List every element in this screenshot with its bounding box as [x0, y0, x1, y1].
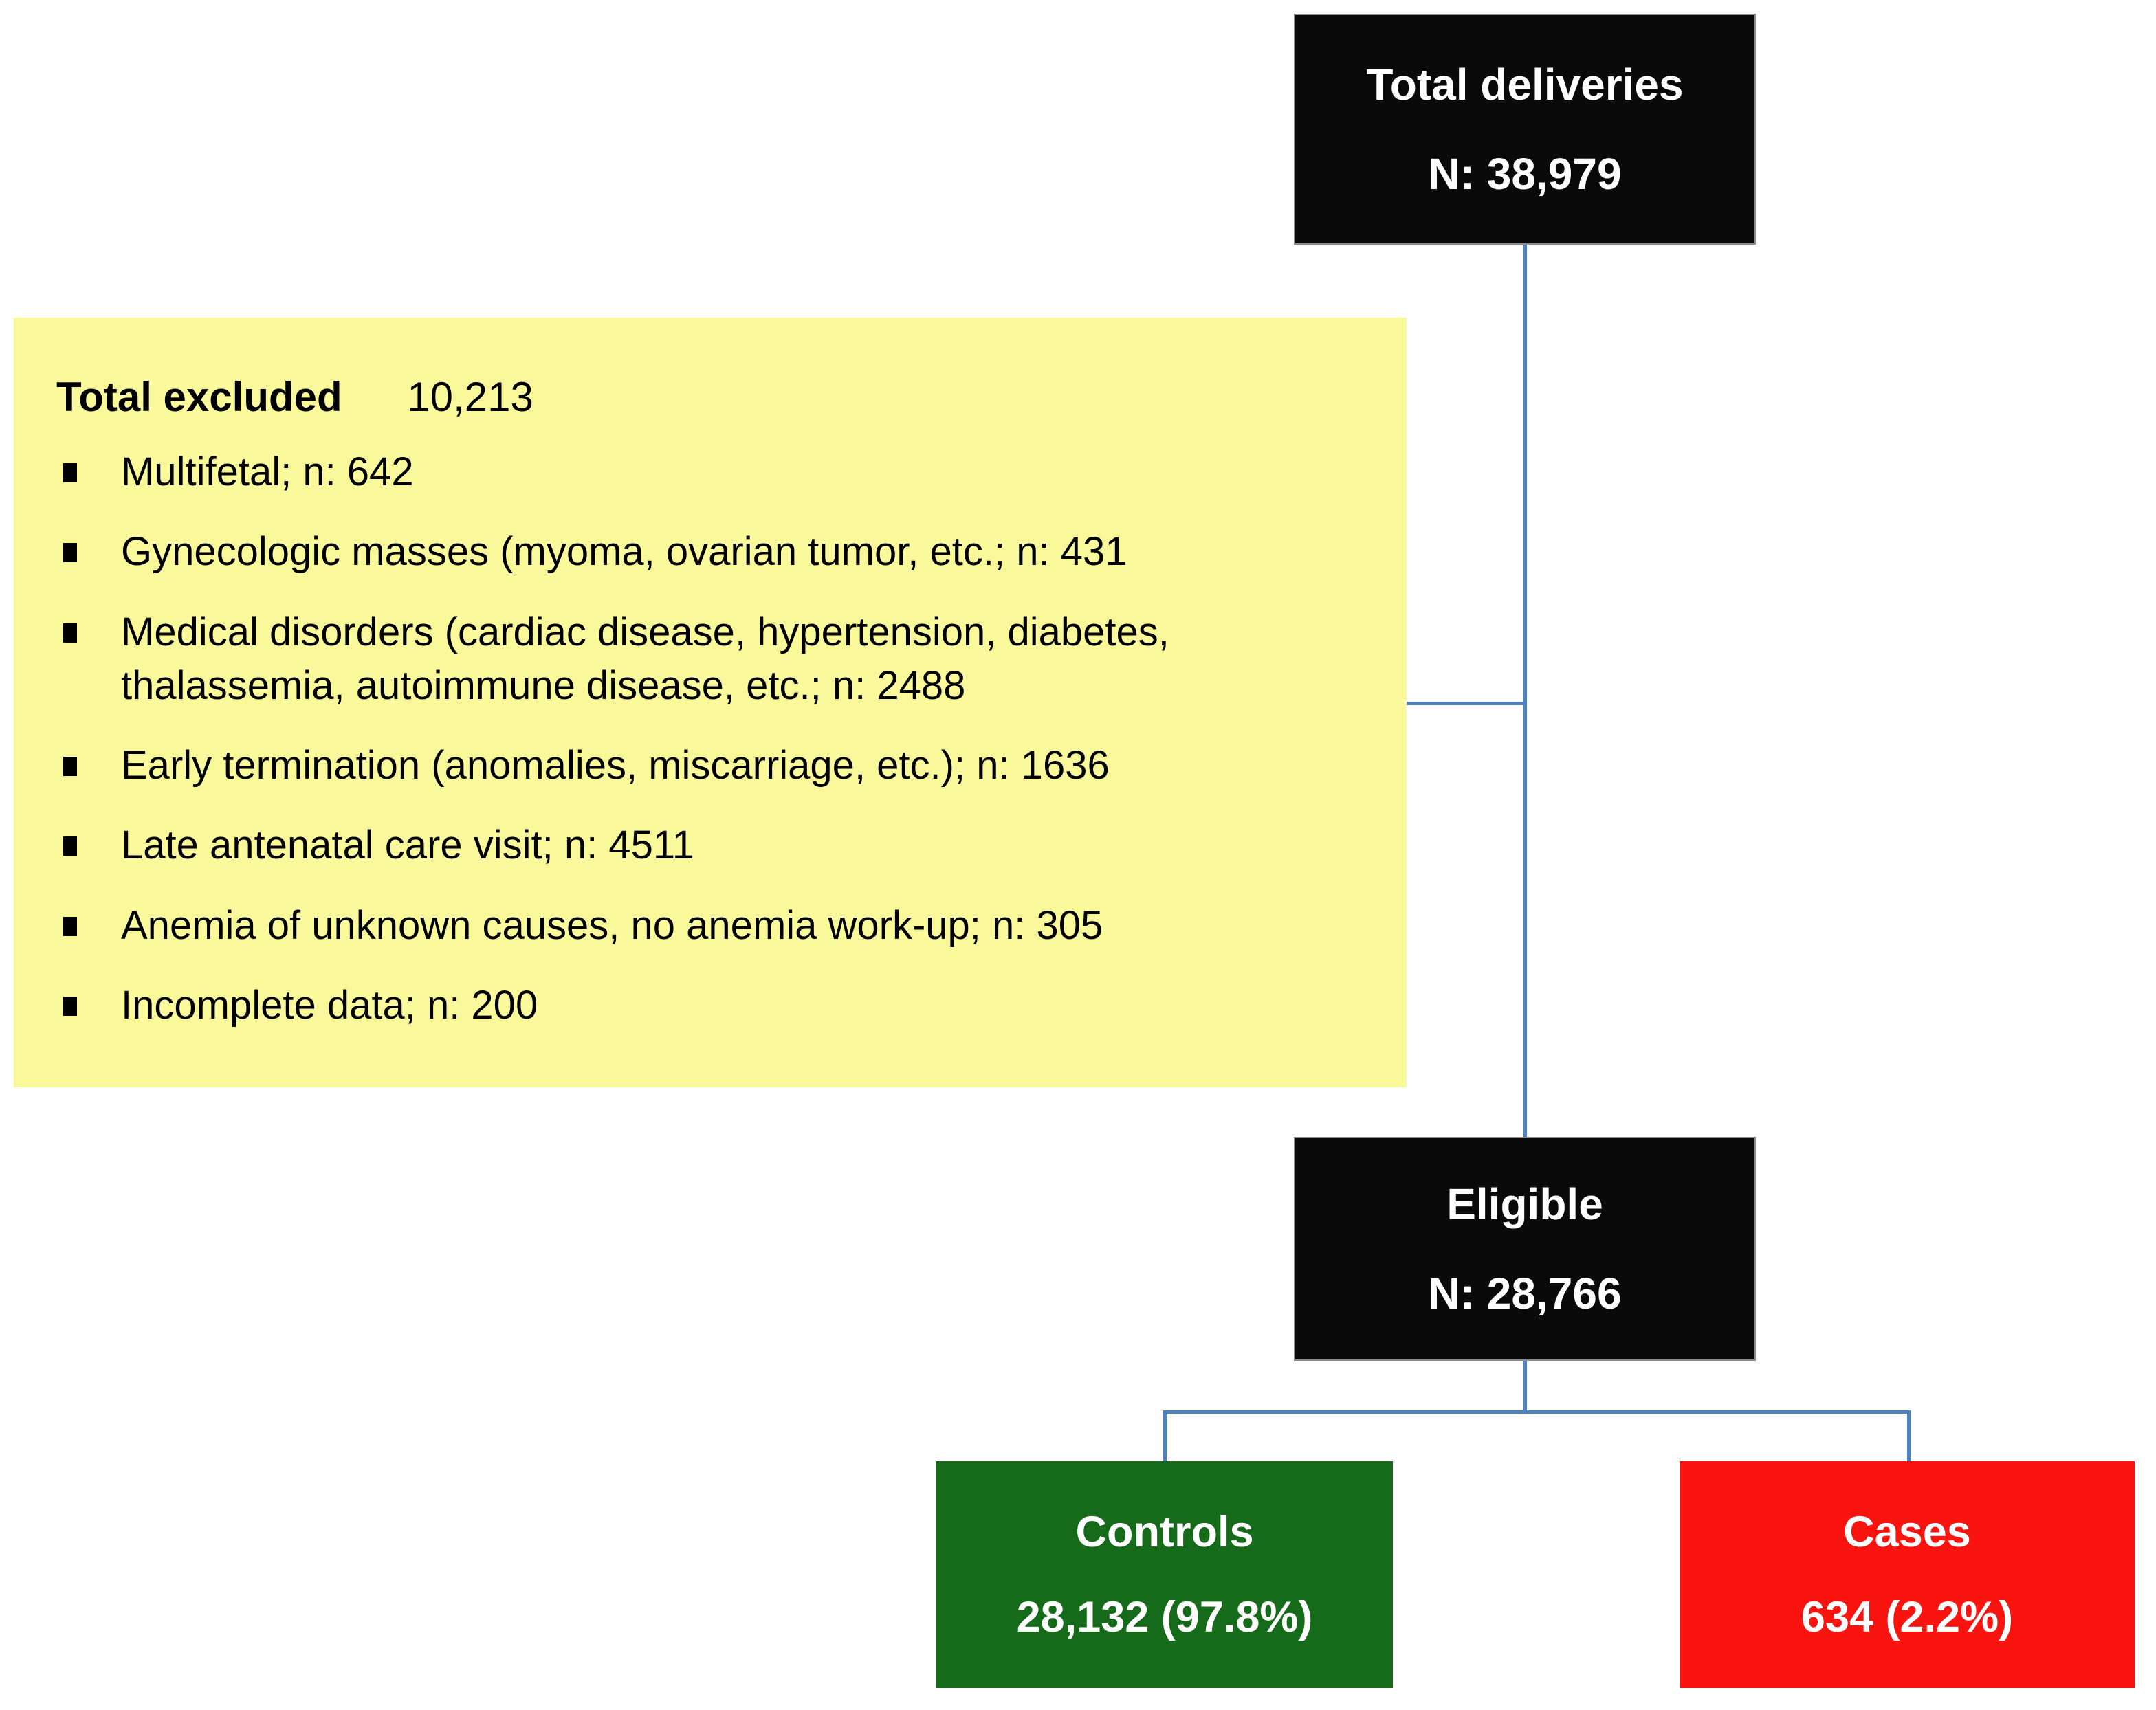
connector-excluded-branch [1407, 702, 1525, 705]
square-bullet-icon [63, 623, 77, 643]
controls-box: Controls 28,132 (97.8%) [936, 1461, 1393, 1688]
connector-split-horizontal [1163, 1410, 1911, 1414]
eligible-box: Eligible N: 28,766 [1294, 1137, 1756, 1361]
excluded-item-text: Anemia of unknown causes, no anemia work… [121, 902, 1103, 948]
excluded-item: Anemia of unknown causes, no anemia work… [63, 899, 1379, 953]
square-bullet-icon [63, 543, 77, 563]
eligible-count: N: 28,766 [1428, 1269, 1622, 1318]
connector-drop-cases [1907, 1410, 1911, 1463]
eligible-label: Eligible [1446, 1179, 1603, 1229]
square-bullet-icon [63, 997, 77, 1017]
square-bullet-icon [63, 836, 77, 856]
excluded-item-text: Late antenatal care visit; n: 4511 [121, 823, 695, 868]
connector-eligible-to-split [1524, 1361, 1527, 1413]
excluded-item: Incomplete data; n: 200 [63, 979, 1379, 1032]
cases-count: 634 (2.2%) [1801, 1593, 2014, 1641]
excluded-item: Medical disorders (cardiac disease, hype… [63, 606, 1379, 713]
excluded-item: Late antenatal care visit; n: 4511 [63, 819, 1379, 872]
excluded-item-text: Multifetal; n: 642 [121, 449, 414, 494]
square-bullet-icon [63, 463, 77, 482]
excluded-item-text: Medical disorders (cardiac disease, hype… [121, 609, 1169, 708]
total-deliveries-label: Total deliveries [1366, 60, 1684, 109]
total-deliveries-count: N: 38,979 [1428, 149, 1622, 199]
excluded-item-text: Incomplete data; n: 200 [121, 983, 538, 1028]
cases-box: Cases 634 (2.2%) [1680, 1461, 2135, 1688]
total-deliveries-box: Total deliveries N: 38,979 [1294, 14, 1756, 245]
excluded-header: Total excluded 10,213 [56, 370, 1379, 425]
excluded-list: Multifetal; n: 642 Gynecologic masses (m… [56, 445, 1379, 1032]
excluded-item: Multifetal; n: 642 [63, 445, 1379, 499]
square-bullet-icon [63, 757, 77, 777]
excluded-total-count: 10,213 [407, 374, 534, 420]
excluded-title: Total excluded [56, 374, 342, 420]
excluded-item: Gynecologic masses (myoma, ovarian tumor… [63, 525, 1379, 579]
connector-drop-controls [1163, 1410, 1167, 1463]
cases-label: Cases [1843, 1508, 1971, 1556]
excluded-item: Early termination (anomalies, miscarriag… [63, 739, 1379, 792]
excluded-box: Total excluded 10,213 Multifetal; n: 642… [14, 318, 1407, 1087]
connector-total-to-eligible [1524, 245, 1527, 1138]
square-bullet-icon [63, 916, 77, 936]
excluded-item-text: Early termination (anomalies, miscarriag… [121, 743, 1110, 788]
controls-label: Controls [1075, 1508, 1254, 1556]
excluded-item-text: Gynecologic masses (myoma, ovarian tumor… [121, 529, 1128, 575]
controls-count: 28,132 (97.8%) [1016, 1593, 1313, 1641]
